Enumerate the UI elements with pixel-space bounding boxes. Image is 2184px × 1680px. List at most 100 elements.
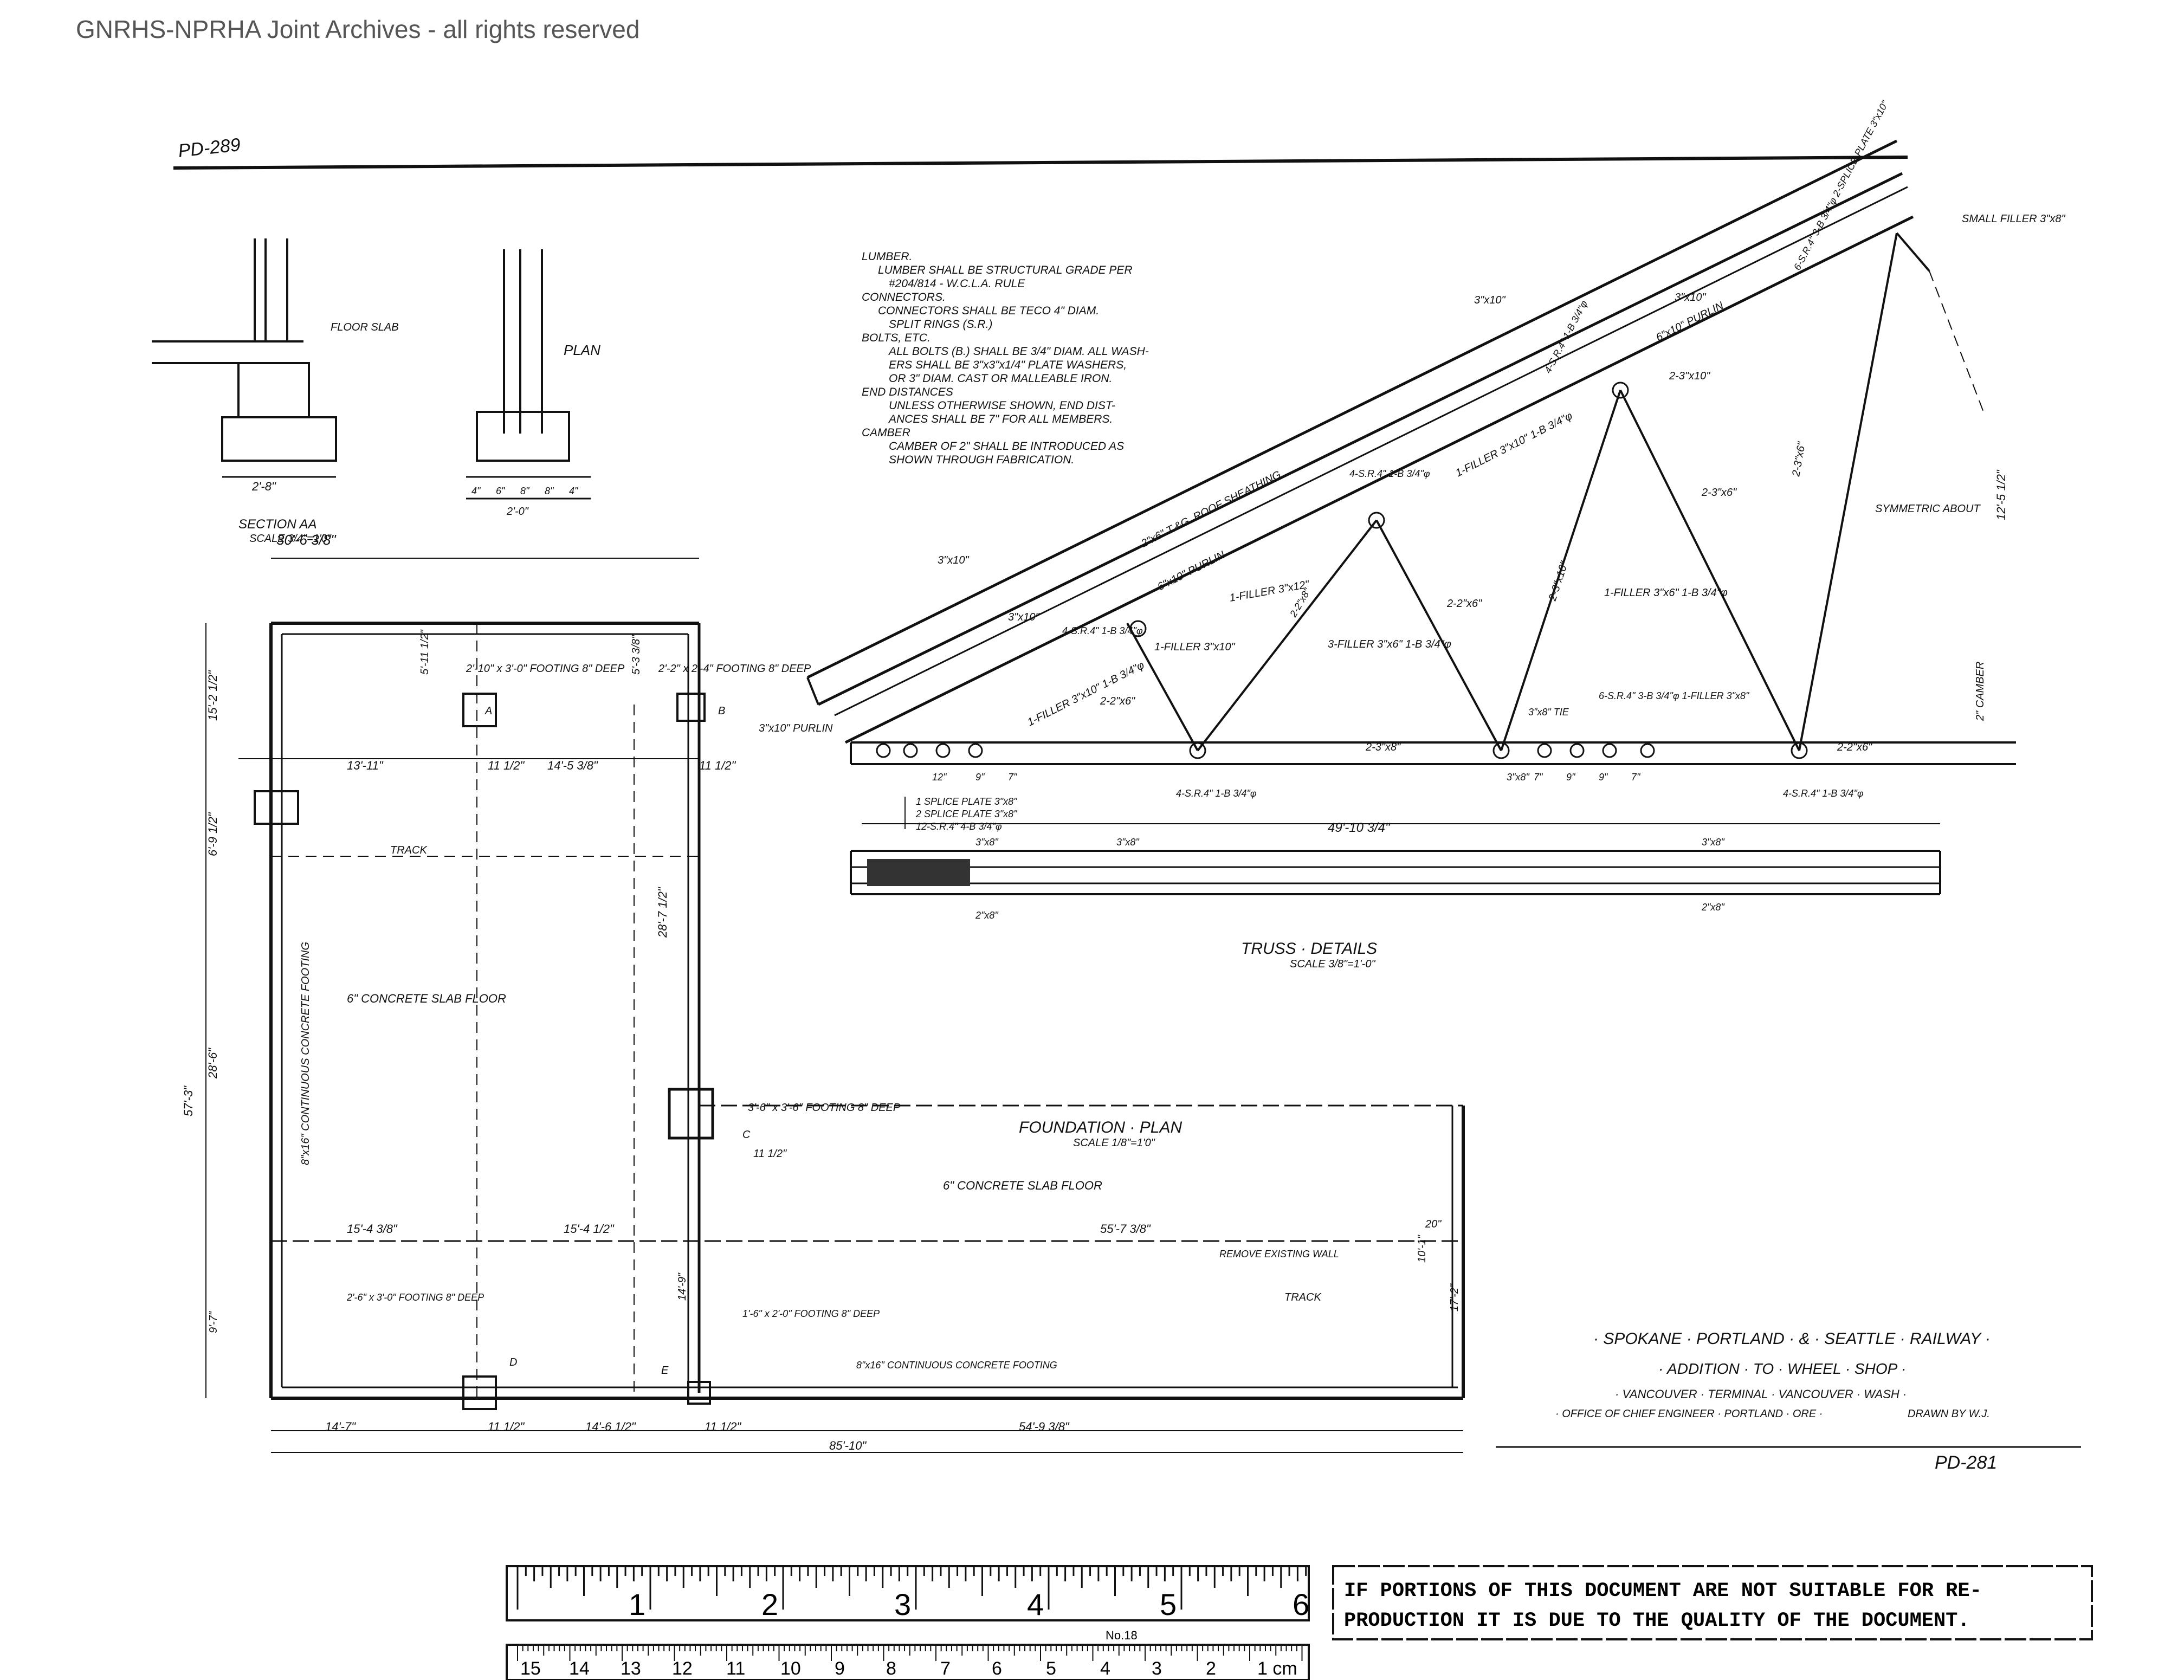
truss-label: 1-FILLER 3"x6" 1-B 3/4"φ xyxy=(1604,587,1728,599)
note-line: SHOWN THROUGH FABRICATION. xyxy=(889,454,1074,466)
section-title: SECTION AA xyxy=(238,517,316,532)
footing-c xyxy=(668,1088,714,1140)
note-line: CONNECTORS SHALL BE TECO 4" DIAM. xyxy=(878,305,1099,317)
section-dim-b: 2'-0" xyxy=(506,506,529,518)
truss-details-scale: SCALE 3/8"=1'-0" xyxy=(1290,958,1375,970)
dim: 54'-9 3/8" xyxy=(1019,1420,1070,1433)
note-line: #204/814 - W.C.L.A. RULE xyxy=(889,277,1025,290)
watermark: GNRHS-NPRHA Joint Archives - all rights … xyxy=(76,15,639,43)
note-line: LUMBER. xyxy=(862,250,912,263)
ruler-cm-label: 13 xyxy=(621,1658,641,1679)
note-line: ERS SHALL BE 3"x3"x1/4" PLATE WASHERS, xyxy=(889,359,1127,371)
dim: 11 1/2" xyxy=(488,1420,525,1433)
dim: 17'-2" xyxy=(1449,1283,1461,1311)
scale-ruler: 1 2 3 4 5 6 No.18 15 14 13 12 11 10 9 8 … xyxy=(506,1565,1310,1680)
note-line: CAMBER xyxy=(862,427,910,439)
note-line: END DISTANCES xyxy=(862,386,953,398)
ruler-ticks xyxy=(516,1566,1307,1661)
truss-label: 2-2"x6" xyxy=(1100,695,1135,707)
footing-e-letter: E xyxy=(661,1365,669,1377)
note-line: ALL BOLTS (B.) SHALL BE 3/4" DIAM. ALL W… xyxy=(888,345,1149,358)
note-line: CONNECTORS. xyxy=(862,291,946,303)
dim: 28'-6" xyxy=(206,1048,219,1079)
ruler-cm-label: 10 xyxy=(780,1658,801,1679)
footing-a-letter: A xyxy=(484,705,492,717)
truss-label: 3"x10" xyxy=(1675,292,1706,303)
slab-floor-label: 6" CONCRETE SLAB FLOOR xyxy=(347,992,506,1005)
office-name: · OFFICE OF CHIEF ENGINEER · PORTLAND · … xyxy=(1555,1408,1823,1420)
section-dim: 4" xyxy=(471,486,481,496)
truss-label: 2-3"x10" xyxy=(1669,370,1710,382)
section-dim: 8" xyxy=(520,486,530,496)
ruler-cm-label: 2 xyxy=(1206,1658,1216,1679)
dim: 14'-7" xyxy=(325,1420,356,1433)
footing-e xyxy=(687,1381,711,1405)
dim: 10'-1" xyxy=(1416,1235,1428,1263)
footing-a-label: 2'-10" x 3'-0" FOOTING 8" DEEP xyxy=(466,663,625,675)
truss-label: 3"x8" xyxy=(1507,772,1530,783)
truss-label: 2-2"x6" xyxy=(1837,741,1872,753)
truss-bay-dim: 7" xyxy=(1534,772,1543,783)
footing-d-label: 2'-6" x 3'-0" FOOTING 8" DEEP xyxy=(346,1292,484,1303)
truss-bay-dim: 12" xyxy=(932,772,947,783)
footing-b xyxy=(676,693,706,722)
ruler-inch-label: 5 xyxy=(1160,1587,1177,1621)
ruler-inch-label: 3 xyxy=(894,1587,911,1621)
section-dim: 6" xyxy=(496,486,506,496)
dim: 9'-7" xyxy=(208,1311,219,1333)
remove-wall-label: REMOVE EXISTING WALL xyxy=(1219,1249,1339,1259)
truss-camber: 2" CAMBER xyxy=(1974,662,1986,721)
ruler-inch-label: 1 xyxy=(629,1587,645,1621)
dim: 55'-7 3/8" xyxy=(1100,1222,1151,1236)
plan-label: PLAN xyxy=(564,342,600,358)
note-line: CAMBER OF 2" SHALL BE INTRODUCED AS xyxy=(889,440,1124,453)
truss-bay-dim: 9" xyxy=(1566,772,1576,783)
truss-label: 3-FILLER 3"x6" 1-B 3/4"φ xyxy=(1328,638,1451,650)
truss-bay-dim: 9" xyxy=(1599,772,1608,783)
section-aa-detail: FLOOR SLAB 2'-8" PLAN 4" 6" 8" 8" 4" 2'-… xyxy=(152,238,600,545)
stamp-line-1: IF PORTIONS OF THIS DOCUMENT ARE NOT SUI… xyxy=(1344,1580,1982,1603)
reproduction-stamp: IF PORTIONS OF THIS DOCUMENT ARE NOT SUI… xyxy=(1332,1565,2093,1640)
note-line: LUMBER SHALL BE STRUCTURAL GRADE PER xyxy=(878,264,1133,276)
footing-e-label: 1'-6" x 2'-0" FOOTING 8" DEEP xyxy=(742,1308,880,1319)
dim: 11 1/2" xyxy=(753,1148,787,1160)
note-line: SPLIT RINGS (S.R.) xyxy=(889,318,992,331)
ruler-cm-label: 3 xyxy=(1152,1658,1162,1679)
dim: 14'-9" xyxy=(676,1272,688,1301)
railway-name: · SPOKANE · PORTLAND · & · SEATTLE · RAI… xyxy=(1593,1330,1991,1348)
ruler-inch-label: 6 xyxy=(1293,1587,1309,1621)
truss-label: 2-2"x6" xyxy=(1446,598,1482,610)
truss-label: 6-S.R.4" 3-B 3/4"φ 1-FILLER 3"x8" xyxy=(1599,690,1750,701)
truss-label: 2 SPLICE PLATE 3"x8" xyxy=(915,809,1018,819)
note-line: UNLESS OTHERWISE SHOWN, END DIST- xyxy=(889,399,1115,412)
ruler-inch-label: 2 xyxy=(761,1587,778,1621)
foundation-plan-title: FOUNDATION · PLAN xyxy=(1019,1119,1182,1136)
truss-label: 3"x8" xyxy=(1702,837,1725,848)
dim: 20" xyxy=(1425,1218,1442,1230)
truss-details-title: TRUSS · DETAILS xyxy=(1241,940,1377,958)
truss-label: 2"x8" xyxy=(975,910,999,921)
general-notes: LUMBER. LUMBER SHALL BE STRUCTURAL GRADE… xyxy=(862,250,1149,466)
truss-label: 4-S.R.4" 1-B 3/4"φ xyxy=(1349,468,1430,479)
dim: 15'-4 1/2" xyxy=(564,1222,615,1236)
ruler-cm-label: 6 xyxy=(992,1658,1002,1679)
truss-bay-dim: 9" xyxy=(975,772,985,783)
truss-label: 3"x8" TIE xyxy=(1528,707,1569,718)
ruler-cm-label: 14 xyxy=(569,1658,590,1679)
ruler-inch-label: 4 xyxy=(1027,1587,1044,1621)
section-scale: SCALE 3/4"=1'0" xyxy=(249,533,332,545)
foundation-plan-scale: SCALE 1/8"=1'0" xyxy=(1073,1137,1155,1149)
track-label: TRACK xyxy=(390,844,428,856)
project-name: · ADDITION · TO · WHEEL · SHOP · xyxy=(1658,1360,1906,1377)
ruler-cm-label: 12 xyxy=(672,1658,693,1679)
ruler-cm-label: 11 xyxy=(726,1658,745,1679)
truss-label: 1 SPLICE PLATE 3"x8" xyxy=(916,796,1018,807)
footing-corner xyxy=(254,790,299,825)
footing-d-letter: D xyxy=(509,1356,517,1368)
truss-label: SYMMETRIC ABOUT xyxy=(1875,503,1981,515)
project-location: · VANCOUVER · TERMINAL · VANCOUVER · WAS… xyxy=(1615,1387,1907,1401)
truss-label: 3"x10" PURLIN xyxy=(759,722,833,734)
top-border xyxy=(173,156,1908,170)
